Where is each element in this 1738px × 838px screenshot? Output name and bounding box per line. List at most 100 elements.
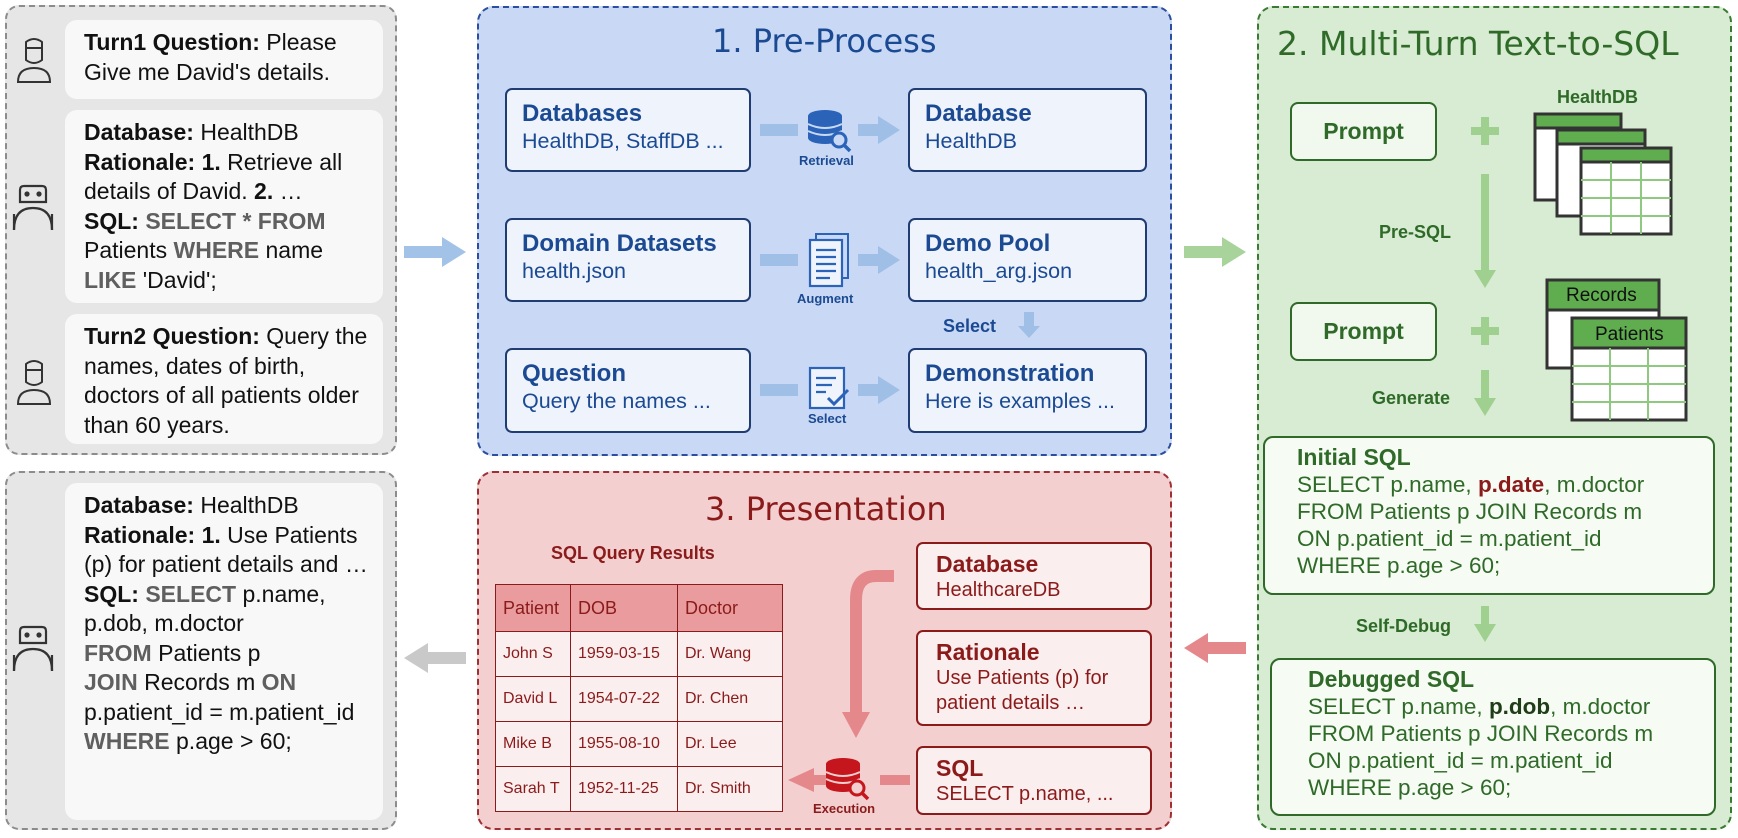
arrow-preprocess-to-multiturn-icon <box>1184 237 1246 267</box>
debugged-sql-line3: ON p.patient_id = m.patient_id <box>1308 748 1613 773</box>
debugged-sql-line2: FROM Patients p JOIN Records m <box>1308 721 1654 746</box>
turn1-question-bubble: Turn1 Question: Please Give me David's d… <box>65 20 383 99</box>
preprocess-title: 1. Pre-Process <box>712 22 937 60</box>
reply2-step1-num: 1. <box>195 521 221 548</box>
reply1-db-label: Database: <box>84 119 194 145</box>
initial-sql-error-highlight: p.date <box>1477 472 1545 497</box>
reply1-step2-num: 2. <box>247 178 274 204</box>
demonstration-box: Demonstration Here is examples ... <box>908 348 1147 433</box>
retrieval-arrow-icon <box>760 116 900 144</box>
select-down-arrow-icon <box>1018 312 1040 338</box>
arrow-presentation-to-chat-icon <box>404 643 466 673</box>
reply1-sql-where: WHERE <box>167 237 260 263</box>
turn1-question-label: Turn1 Question: <box>84 29 260 55</box>
question-sub: Query the names ... <box>522 389 711 413</box>
col-patient: Patient <box>495 584 571 632</box>
initial-sql-line2: FROM Patients p JOIN Records m <box>1297 499 1643 524</box>
reply2-rationale-label: Rationale: <box>84 521 196 548</box>
table-row: David L 1954-07-22 Dr. Chen <box>495 676 783 722</box>
turn1-reply-bubble: Database: HealthDB Rationale: 1. Retriev… <box>65 110 383 303</box>
table-row: Sarah T 1952-11-25 Dr. Smith <box>495 766 783 812</box>
reply2-sql-select: SELECT <box>138 580 237 607</box>
execution-arrow-icon <box>788 768 910 792</box>
robot-avatar-icon-2 <box>12 625 54 672</box>
records-table-label: Records <box>1566 285 1637 306</box>
turn2-question-bubble: Turn2 Question: Query the names, dates o… <box>65 314 383 444</box>
table-cell: John S <box>495 631 571 677</box>
patients-table-label: Patients <box>1595 324 1664 345</box>
domain-datasets-sub: health.json <box>522 259 626 283</box>
initial-sql-line4: WHERE p.age > 60; <box>1297 553 1501 578</box>
turn2-question-label: Turn2 Question: <box>84 323 260 349</box>
reply1-rationale-label: Rationale: <box>84 148 196 175</box>
flow-curve-arrow-icon <box>842 570 894 738</box>
table-header-row: Patient DOB Doctor <box>495 584 783 632</box>
selfdebug-label: Self-Debug <box>1356 616 1452 636</box>
presentation-database-title: Database <box>936 551 1039 577</box>
reply1-sql-like: LIKE <box>84 266 137 293</box>
augment-arrow-icon <box>760 246 900 274</box>
databases-sub: HealthDB, StaffDB ... <box>522 129 724 153</box>
patients-table-icon <box>1570 316 1688 422</box>
user-avatar-icon <box>16 38 52 83</box>
reply2-sql-t3: Records m <box>137 669 262 695</box>
turn2-reply-bubble: Database: HealthDB Rationale: 1. Use Pat… <box>65 483 383 820</box>
reply1-sql-label: SQL: <box>84 207 139 234</box>
robot-avatar-icon <box>12 184 54 231</box>
plus-icon-2 <box>1471 317 1499 345</box>
execution-label: Execution <box>813 801 876 816</box>
domain-datasets-box: Domain Datasets health.json <box>505 218 751 302</box>
table-cell: Dr. Lee <box>677 721 783 767</box>
select-label: Select <box>943 316 997 336</box>
initial-sql-line1a: SELECT p.name, <box>1297 472 1478 497</box>
reply1-step1-num: 1. <box>195 148 221 175</box>
multiturn-title: 2. Multi-Turn Text-to-SQL <box>1277 24 1679 63</box>
database-box: Database HealthDB <box>908 88 1147 172</box>
healthdb-label: HealthDB <box>1557 87 1639 107</box>
databases-title: Databases <box>522 100 643 127</box>
results-table: Patient DOB Doctor John S 1959-03-15 Dr.… <box>495 584 783 812</box>
database-retrieval-icon <box>807 110 852 153</box>
presentation-sql-title: SQL <box>936 755 984 781</box>
demonstration-title: Demonstration <box>925 360 1095 387</box>
reply1-step1-text: Retrieve all details of David. <box>84 148 343 205</box>
debugged-sql-fix-highlight: p.dob <box>1488 694 1551 719</box>
table-cell: Dr. Wang <box>677 631 783 677</box>
reply2-sql-t1: p.name, p.dob, m.doctor <box>84 580 326 637</box>
reply1-sql-value: 'David'; <box>136 266 217 293</box>
table-cell: 1959-03-15 <box>570 631 678 677</box>
reply2-sql-label: SQL: <box>84 580 139 607</box>
reply1-sql-from: FROM <box>251 207 326 234</box>
database-sub: HealthDB <box>925 129 1018 153</box>
presentation-rationale-box: Rationale Use Patients (p) for patient d… <box>916 630 1152 726</box>
turn2-question-text: Query the names, dates of birth, doctors… <box>84 323 368 438</box>
database-execution-icon <box>825 758 870 801</box>
reply1-sql-star: * <box>236 207 252 234</box>
reply1-db-value: HealthDB <box>193 119 299 145</box>
table-cell: Sarah T <box>495 766 571 812</box>
table-cell: 1955-08-10 <box>570 721 678 767</box>
demo-pool-sub: health_arg.json <box>925 259 1073 283</box>
reply2-db-value: HealthDB <box>193 492 299 518</box>
augment-label: Augment <box>797 291 854 306</box>
reply1-sql-select: SELECT <box>138 207 237 234</box>
arrow-chat-to-preprocess-icon <box>404 237 466 267</box>
presentation-sql-box: SQL SELECT p.name, ... <box>916 746 1152 815</box>
presentation-rationale-title: Rationale <box>936 639 1040 665</box>
table-cell: David L <box>495 676 571 722</box>
domain-datasets-title: Domain Datasets <box>522 230 717 257</box>
plus-icon-1 <box>1471 117 1499 145</box>
prompt-box-2: Prompt <box>1290 302 1437 361</box>
debugged-sql-line1a: SELECT p.name, <box>1308 694 1489 719</box>
presentation-title: 3. Presentation <box>705 490 947 528</box>
reply2-sql-t2: Patients p <box>151 639 261 666</box>
presql-label: Pre-SQL <box>1379 222 1452 242</box>
reply2-db-label: Database: <box>84 492 194 518</box>
initial-sql-box: Initial SQL SELECT p.name, p.date, m.doc… <box>1263 436 1715 595</box>
presentation-database-sub: HealthcareDB <box>936 579 1061 601</box>
reply2-sql-where: WHERE <box>84 728 170 754</box>
presentation-rationale-sub1: Use Patients (p) for <box>936 667 1109 689</box>
reply1-step2-text: … <box>273 178 303 204</box>
table-cell: 1954-07-22 <box>570 676 678 722</box>
reply1-sql-table: Patients <box>84 237 168 263</box>
